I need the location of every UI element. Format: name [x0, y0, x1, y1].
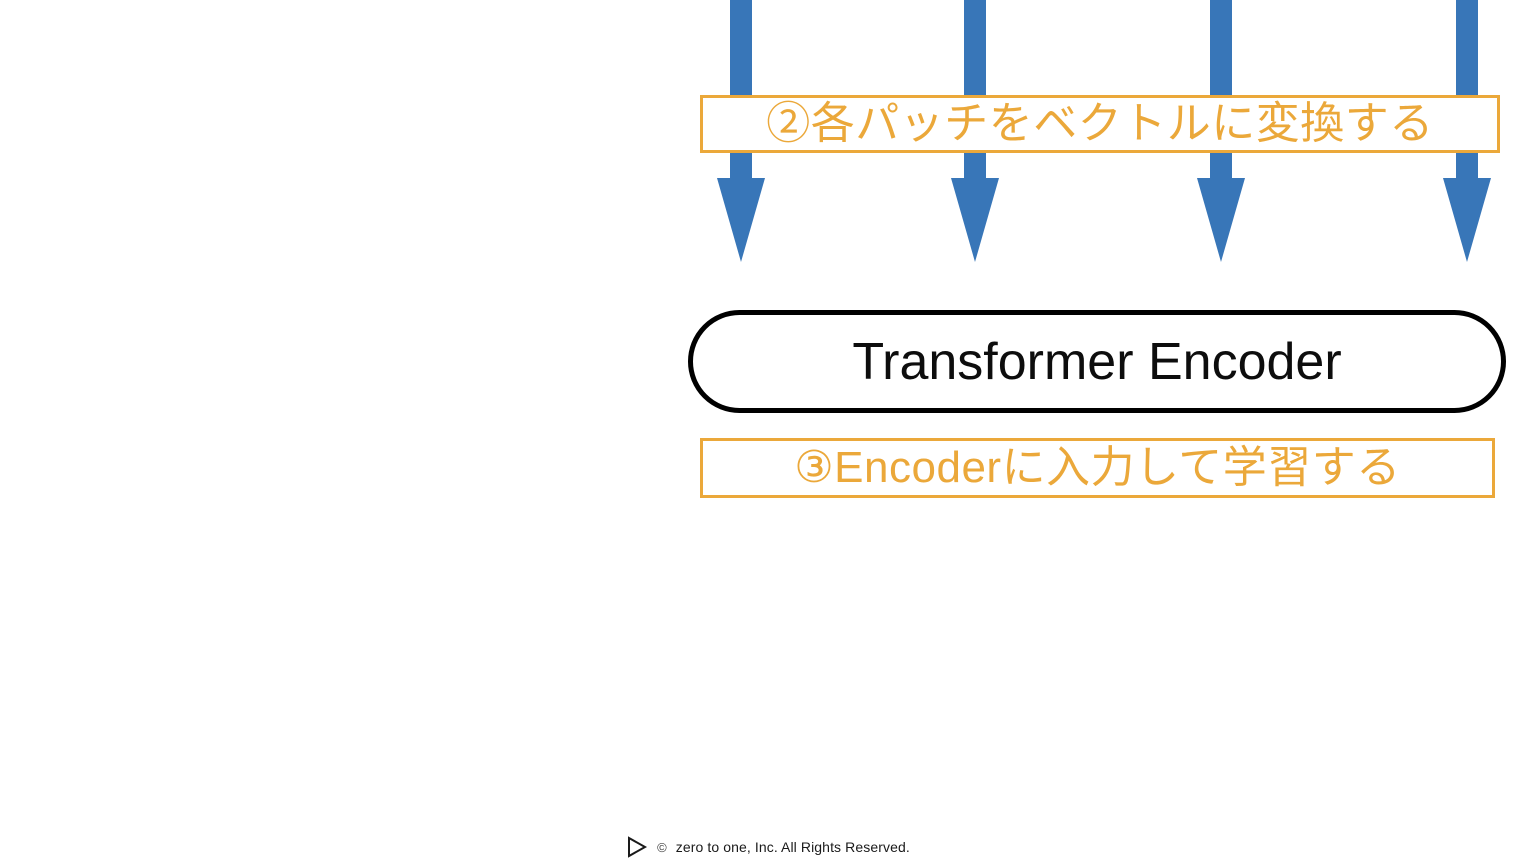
transformer-encoder-box: Transformer Encoder — [688, 310, 1506, 413]
caption-box-step3: ③Encoderに入力して学習する — [700, 438, 1495, 498]
caption-label-step3: ③Encoderに入力して学習する — [794, 443, 1401, 492]
copyright-symbol: © — [657, 839, 667, 855]
transformer-encoder-label: Transformer Encoder — [852, 332, 1342, 391]
footer-copyright-text: zero to one, Inc. All Rights Reserved. — [675, 839, 910, 855]
play-triangle-icon — [628, 836, 648, 858]
footer: © zero to one, Inc. All Rights Reserved. — [0, 836, 1536, 858]
caption-label-step2: ②各パッチをベクトルに変換する — [766, 99, 1434, 148]
caption-box-step2: ②各パッチをベクトルに変換する — [700, 95, 1500, 153]
